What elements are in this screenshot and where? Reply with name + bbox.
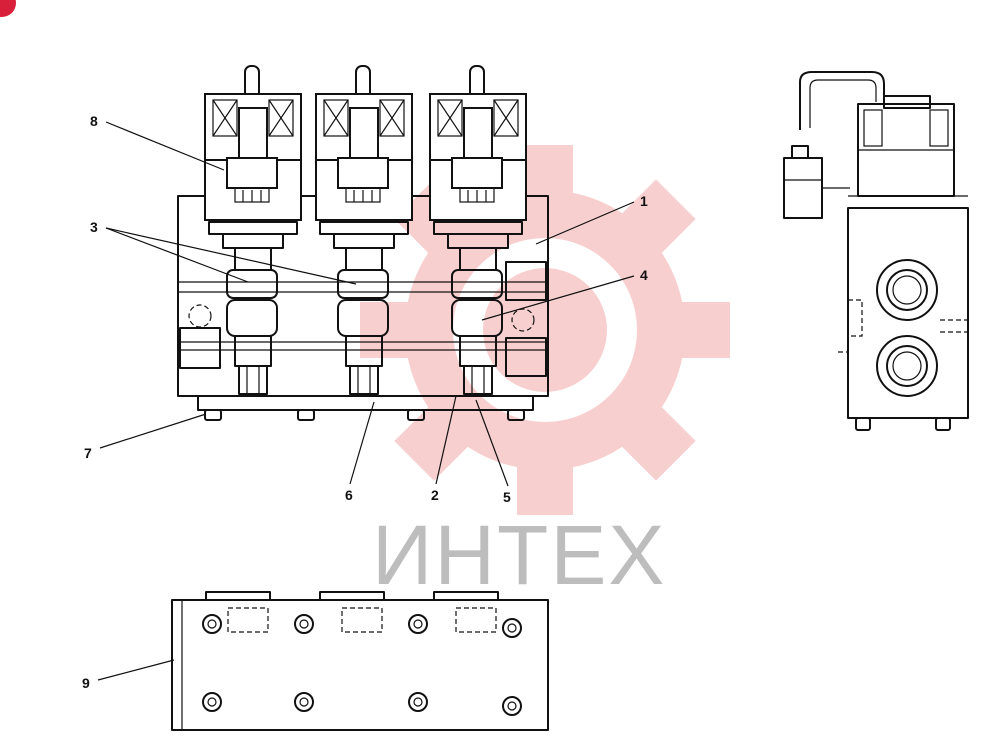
callout-7: 7	[84, 445, 92, 461]
callout-3: 3	[90, 219, 98, 235]
callout-8: 8	[90, 113, 98, 129]
callout-2: 2	[431, 487, 439, 503]
corner-logo-mark	[0, 0, 16, 17]
front-view	[177, 65, 549, 421]
callout-6: 6	[345, 487, 353, 503]
valve-stack-left	[204, 65, 302, 395]
callout-9: 9	[82, 675, 90, 691]
side-view	[783, 71, 969, 431]
callout-leaders	[97, 121, 635, 681]
watermark-text: ИНТЕХ	[372, 508, 666, 602]
valve-stack-middle	[315, 65, 413, 395]
callout-1: 1	[640, 193, 648, 209]
callout-5: 5	[503, 489, 511, 505]
valve-stack-right	[429, 65, 527, 395]
bottom-view	[171, 591, 549, 731]
watermark-gear	[360, 145, 730, 515]
callout-4: 4	[640, 267, 648, 283]
